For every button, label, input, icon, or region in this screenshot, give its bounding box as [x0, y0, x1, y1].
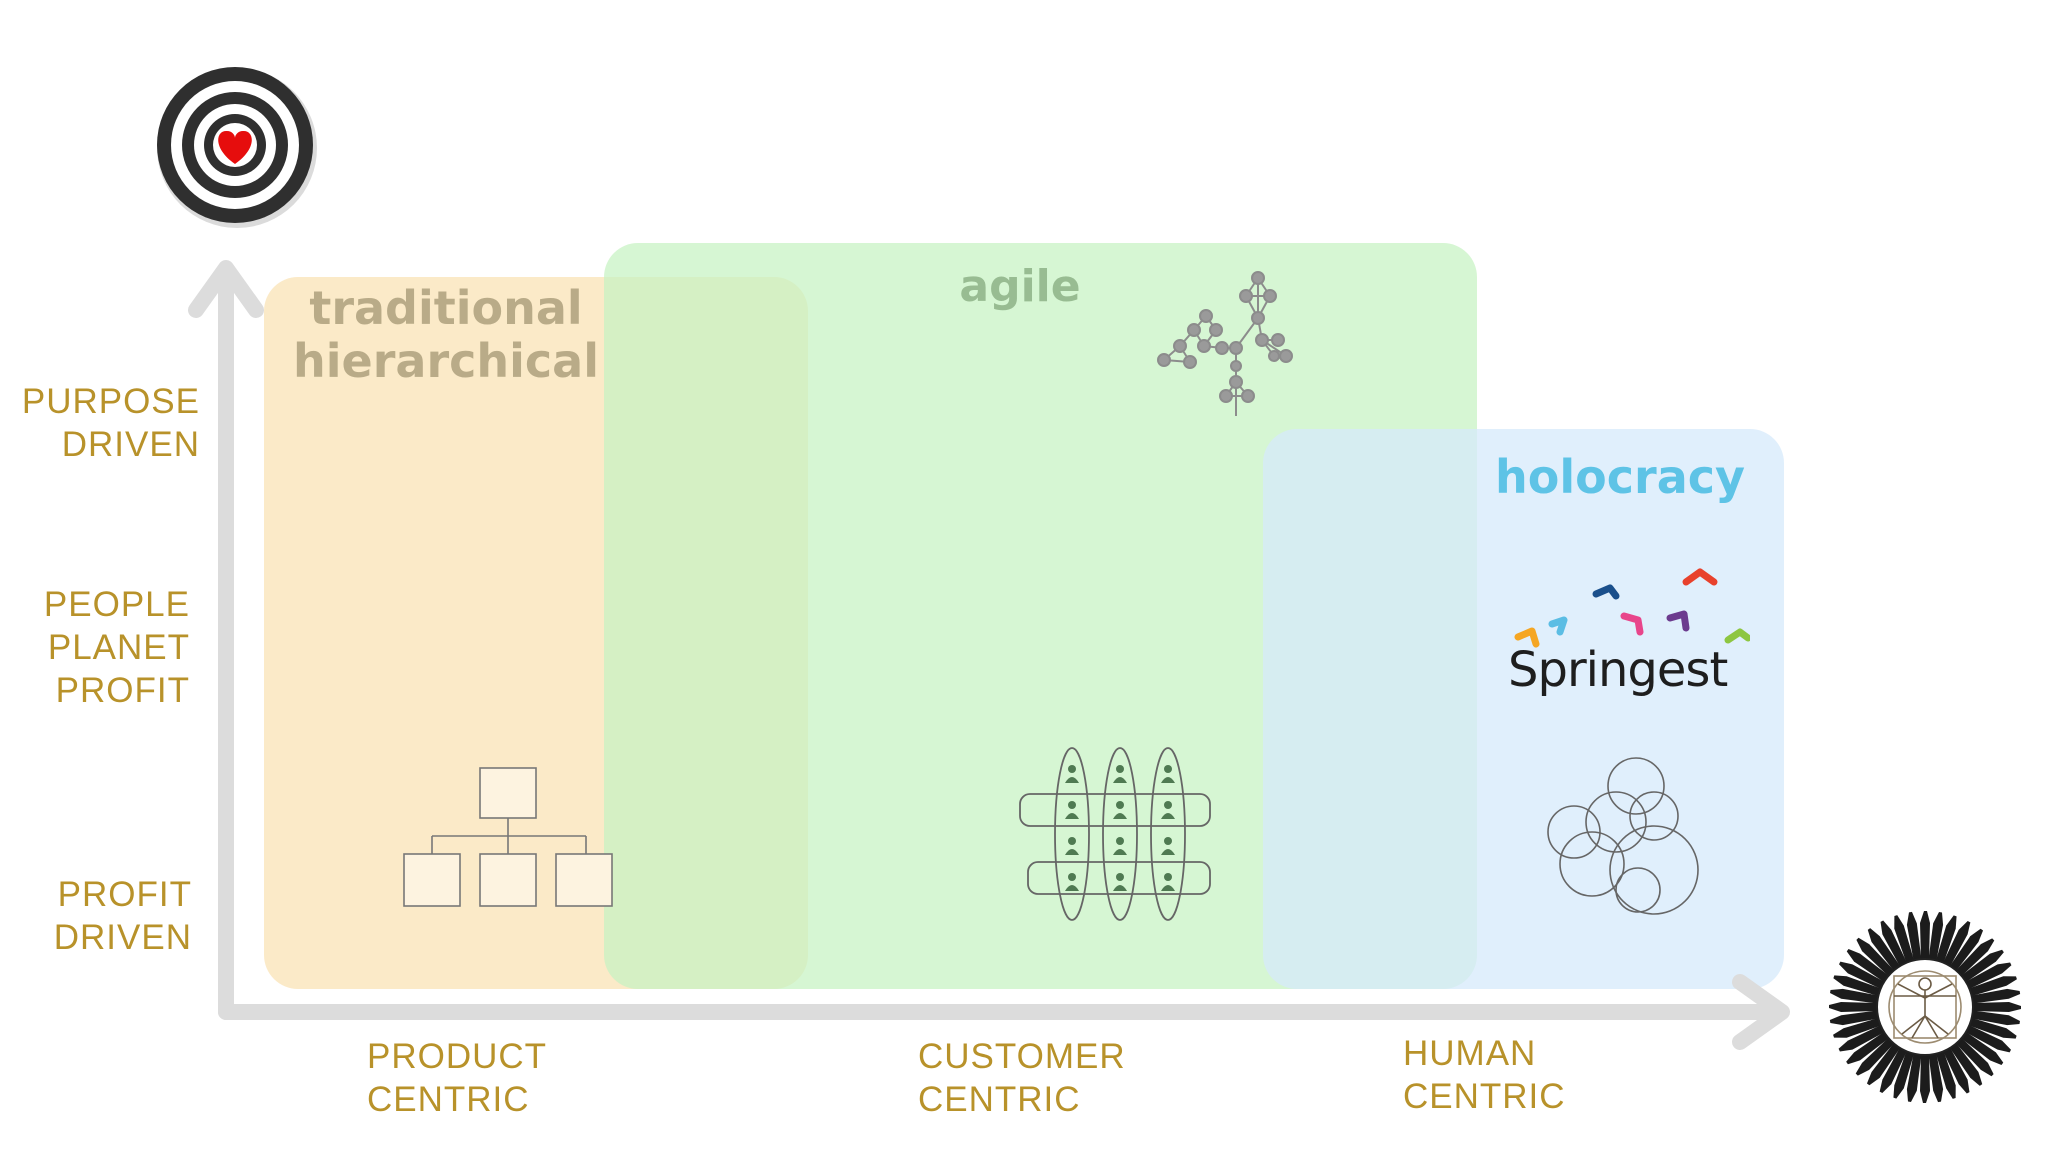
hand-shape	[1839, 961, 1885, 989]
vitruvian-man	[1888, 970, 1962, 1044]
person-icon	[1161, 873, 1175, 891]
hand-shape	[1920, 911, 1930, 959]
hand-shape	[1920, 1055, 1930, 1103]
hand-shape	[1961, 949, 2004, 983]
x-label-centric: CENTRIC	[367, 1080, 530, 1119]
hand-shape	[1928, 912, 1944, 961]
person-icon	[1161, 837, 1175, 855]
x-label-centric-2: CENTRIC	[918, 1080, 1081, 1119]
y-label-profit-driven: PROFIT DRIVEN	[20, 873, 192, 959]
x-axis-line	[218, 974, 1790, 1050]
network-graph-icon	[1157, 271, 1293, 416]
hand-shape	[1856, 937, 1894, 976]
hand-shape	[1949, 1043, 1983, 1086]
person-icon	[1161, 765, 1175, 783]
person-icon	[1065, 837, 1079, 855]
hand-shape	[1893, 1051, 1914, 1099]
person-icon	[1065, 765, 1079, 783]
x-label-customer-centric: CUSTOMER CENTRIC	[918, 1035, 1158, 1121]
team-grid-icon	[1019, 747, 1211, 921]
hand-shape	[1943, 1047, 1970, 1094]
traditional-title: traditional hierarchical	[270, 282, 622, 388]
person-icon	[1113, 801, 1127, 819]
hand-shape	[1846, 948, 1889, 983]
person-icon	[1113, 765, 1127, 783]
agile-title: agile	[959, 261, 1081, 312]
hand-shape	[1830, 988, 1879, 1004]
y-label-planet: PLANET	[47, 628, 190, 667]
y-axis-line	[188, 260, 264, 1020]
hand-shape	[1867, 928, 1901, 971]
hand-shape	[1936, 1051, 1956, 1099]
x-label-product-centric: PRODUCT CENTRIC	[367, 1035, 587, 1121]
hand-shape	[1971, 988, 2021, 1004]
traditional-title-line1: traditional	[309, 281, 583, 335]
y-label-people-planet-profit: PEOPLE PLANET PROFIT	[20, 583, 190, 712]
hand-shape	[1829, 1010, 1879, 1026]
y-label-people: PEOPLE	[43, 585, 190, 624]
person-icon	[1065, 801, 1079, 819]
hand-shape	[1973, 1002, 2021, 1012]
y-label-profit: PROFIT	[55, 671, 190, 710]
hand-shape	[1894, 915, 1914, 963]
hand-shape	[1906, 911, 1922, 961]
x-label-centric-3: CENTRIC	[1403, 1077, 1566, 1116]
hand-shape	[1846, 1031, 1889, 1065]
hand-shape	[1969, 976, 2017, 996]
hand-shape	[1961, 1031, 2004, 1066]
hand-shape	[1829, 1002, 1877, 1012]
hand-shape	[1866, 1043, 1901, 1086]
springest-logo-text: Springest	[1508, 642, 1727, 698]
y-label-driven: DRIVEN	[61, 425, 200, 464]
holocracy-zone	[1263, 429, 1784, 989]
hand-shape	[1833, 975, 1881, 996]
holocracy-title: holocracy	[1495, 450, 1745, 504]
person-icon	[1065, 873, 1079, 891]
y-label-profit-2: PROFIT	[57, 875, 192, 914]
overlapping-circles-icon	[1547, 757, 1699, 915]
person-icon	[1113, 873, 1127, 891]
hand-shape	[1956, 938, 1995, 976]
hand-shape	[1880, 920, 1907, 967]
hand-shape	[1928, 1053, 1944, 1103]
person-icon	[1161, 801, 1175, 819]
hand-shape	[1838, 1025, 1885, 1052]
hand-shape	[1855, 1038, 1894, 1076]
vitruvian-man-hands-icon	[1829, 911, 2021, 1103]
hand-shape	[1969, 1018, 2017, 1039]
traditional-title-line2: hierarchical	[293, 333, 599, 388]
hand-shape	[1936, 915, 1957, 963]
x-label-human: HUMAN	[1403, 1034, 1537, 1073]
target-heart-icon	[157, 67, 317, 228]
hand-shape	[1956, 1038, 1994, 1077]
team-people	[1065, 765, 1175, 891]
x-label-human-centric: HUMAN CENTRIC	[1403, 1032, 1603, 1118]
hand-shape	[1949, 928, 1984, 971]
hand-shape	[1965, 1025, 2011, 1053]
y-label-purpose: PURPOSE	[21, 382, 200, 421]
hand-shape	[1879, 1047, 1907, 1093]
hand-shape	[1965, 962, 2012, 989]
hand-shape	[1906, 1053, 1922, 1102]
x-label-customer: CUSTOMER	[918, 1037, 1126, 1076]
x-label-product: PRODUCT	[367, 1037, 548, 1076]
y-label-purpose-driven: PURPOSE DRIVEN	[20, 380, 200, 466]
y-label-driven-2: DRIVEN	[53, 918, 192, 957]
hands-ring	[1829, 911, 2021, 1103]
hand-shape	[1971, 1010, 2020, 1026]
hand-shape	[1833, 1018, 1881, 1038]
org-chart-icon	[403, 767, 613, 907]
hand-shape	[1943, 921, 1971, 967]
person-icon	[1113, 837, 1127, 855]
springest-logo: Springest	[1508, 568, 1750, 698]
